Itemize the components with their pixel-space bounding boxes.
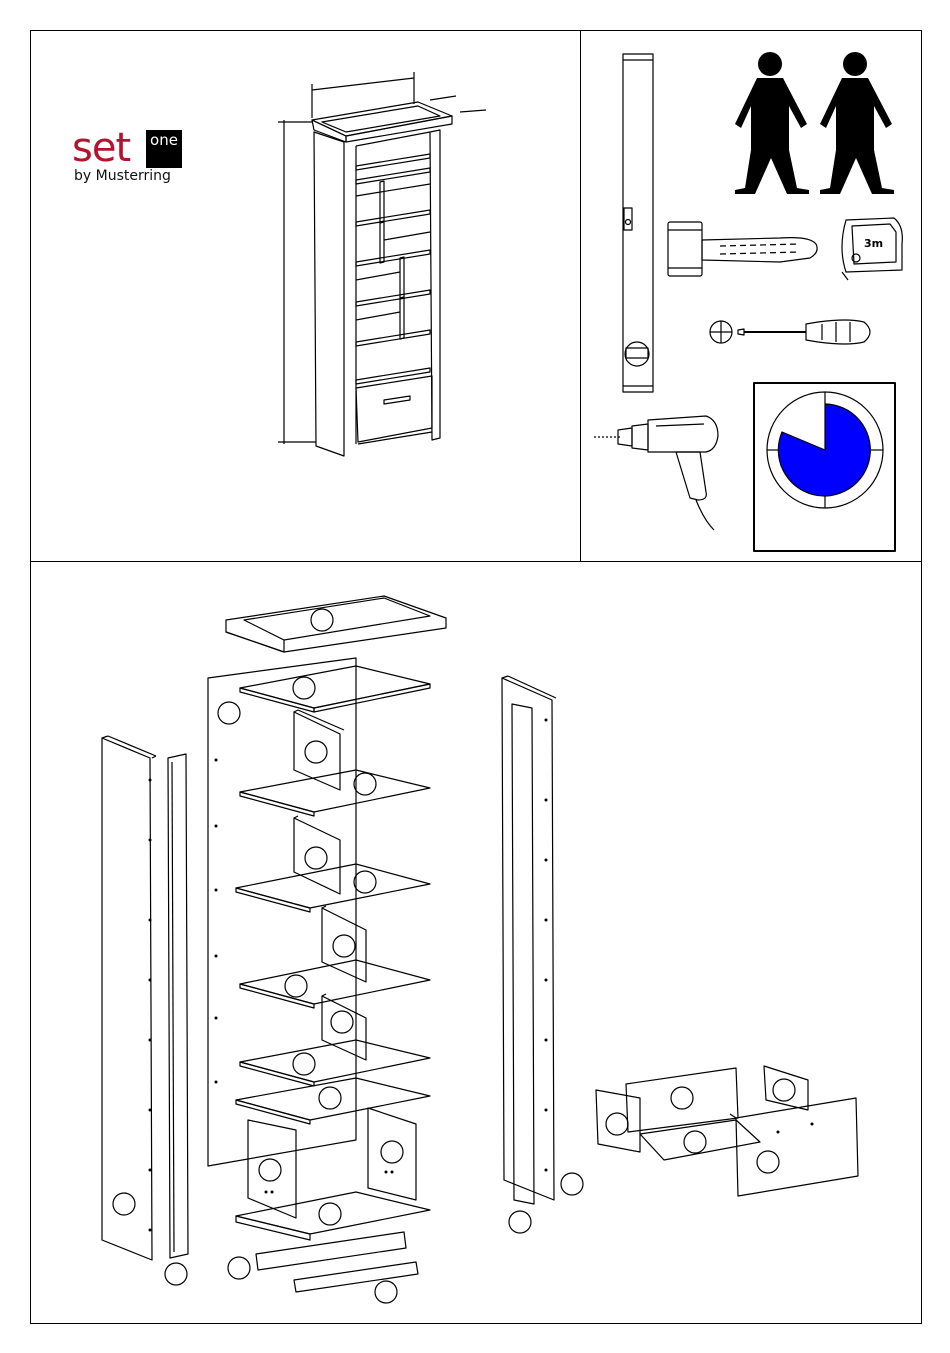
assembled-cabinet-drawing [278,72,486,456]
mallet-icon [668,222,817,276]
two-persons-icon [735,52,894,194]
tape-measure-icon: 3m [842,218,902,280]
exploded-parts-diagram [102,596,858,1303]
phillips-screwdriver-icon [710,320,870,344]
timer-icon [754,383,895,551]
spirit-level-icon [623,54,653,392]
tape-measure-label: 3m [864,237,883,250]
power-drill-icon [594,416,718,530]
